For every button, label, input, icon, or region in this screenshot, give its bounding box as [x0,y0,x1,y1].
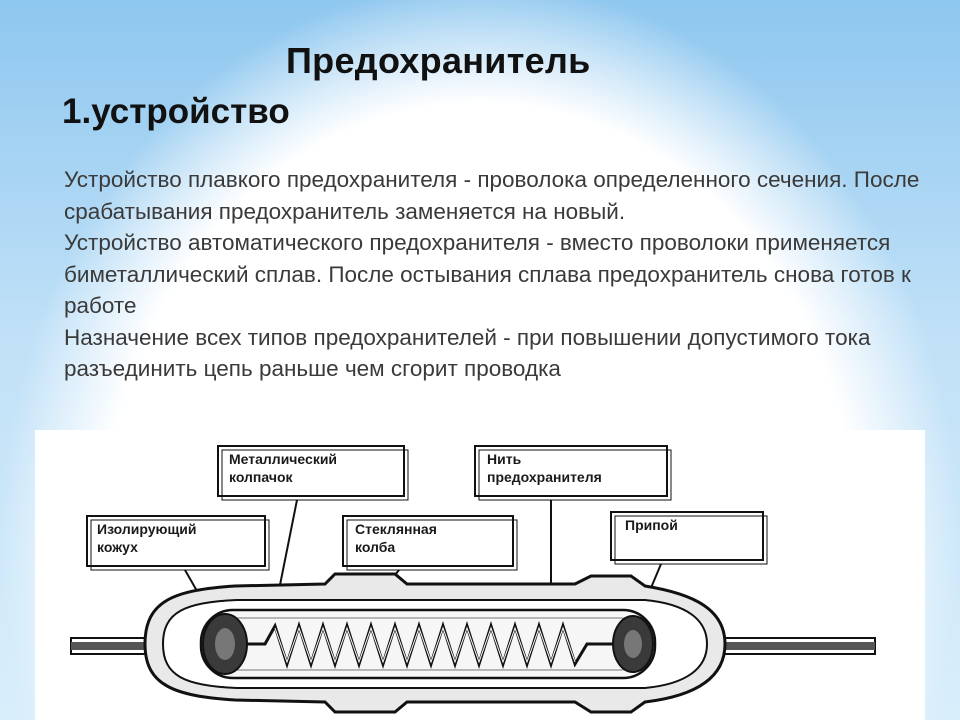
label-metal-cap-line2: колпачок [229,469,293,485]
glass-bulb [199,608,657,680]
fuse-diagram-svg: Металлический колпачок Нить предохраните… [70,445,876,714]
body-text: Устройство плавкого предохранителя - про… [64,164,944,385]
label-glass-bulb-line2: колба [355,539,395,555]
label-insulating-housing-line2: кожух [97,539,138,555]
label-metal-cap-line1: Металлический [229,451,337,467]
label-glass-bulb-line1: Стеклянная [355,521,437,537]
label-metal-cap: Металлический колпачок [217,445,409,501]
label-solder: Припой [610,511,768,565]
label-fuse-wire: Нить предохранителя [474,445,672,501]
label-fuse-wire-line2: предохранителя [487,469,602,485]
label-insulating-housing: Изолирующий кожух [86,515,270,571]
paragraph-automatic: Устройство автоматического предохранител… [64,230,911,318]
label-insulating-housing-line1: Изолирующий [97,521,197,537]
section-heading: 1.устройство [62,92,290,131]
label-solder-text: Припой [625,517,678,533]
slide-title: Предохранитель [286,40,591,81]
paragraph-fusible: Устройство плавкого предохранителя - про… [64,167,920,224]
fuse-diagram: Металлический колпачок Нить предохраните… [35,430,925,720]
paragraph-purpose: Назначение всех типов предохранителей - … [64,324,871,382]
label-glass-bulb: Стеклянная колба [342,515,518,571]
label-fuse-wire-line1: Нить [487,451,522,467]
